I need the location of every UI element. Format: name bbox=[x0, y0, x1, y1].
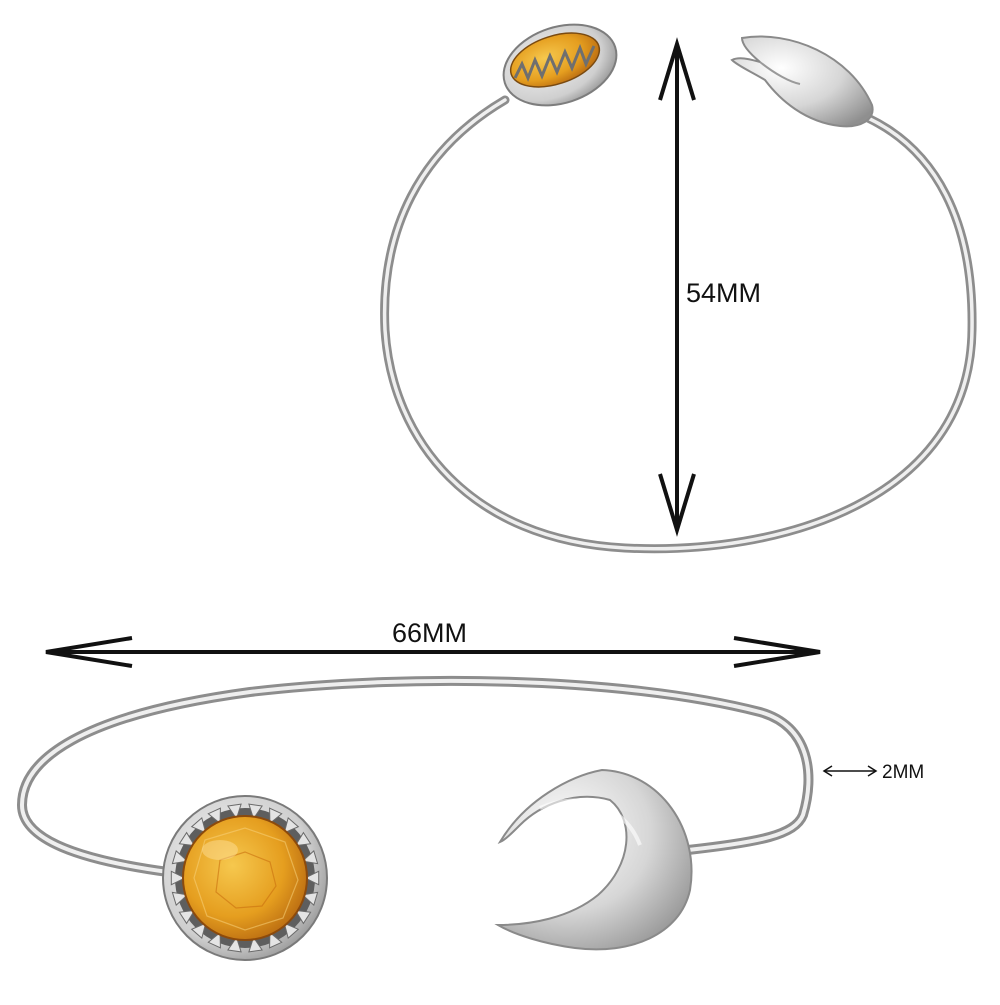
bezel-prong bbox=[294, 831, 312, 847]
bezel-prong bbox=[178, 909, 196, 925]
bezel-prong bbox=[227, 936, 242, 953]
bezel-prong bbox=[269, 931, 283, 949]
bezel-prong bbox=[171, 891, 189, 907]
bezel-prong bbox=[207, 807, 221, 825]
bezel-prong bbox=[294, 909, 312, 925]
top-view-wire-highlight bbox=[382, 98, 974, 551]
front-view-wire bbox=[16, 675, 814, 877]
front-view-bangle bbox=[16, 636, 878, 961]
thickness-dimension-arrow-icon bbox=[822, 765, 878, 777]
bezel-prong bbox=[227, 803, 242, 820]
bezel-prong bbox=[170, 870, 187, 886]
bezel-prong bbox=[248, 936, 263, 953]
bezel-prong bbox=[301, 849, 319, 865]
crescent-moon-icon bbox=[494, 768, 693, 951]
bezel-prong bbox=[269, 807, 283, 825]
height-dimension-label: 54MM bbox=[686, 278, 762, 308]
bezel-prong bbox=[207, 931, 221, 949]
top-view-gemstone-icon bbox=[502, 23, 618, 107]
width-dimension-label: 66MM bbox=[392, 618, 468, 648]
bezel-prong bbox=[248, 803, 263, 820]
front-view-wire-highlight bbox=[19, 678, 811, 874]
thickness-dimension-label: 2MM bbox=[882, 762, 925, 783]
top-view-bangle bbox=[380, 23, 977, 554]
bezel-prong bbox=[190, 922, 207, 940]
bezel-prong bbox=[190, 816, 207, 834]
width-dimension-arrow-icon bbox=[45, 636, 821, 668]
top-view-moon-icon bbox=[730, 35, 874, 128]
bezel-prong bbox=[301, 891, 319, 907]
height-dimension-arrow-icon bbox=[658, 37, 696, 537]
bezel-prong bbox=[283, 922, 300, 940]
bezel-prong bbox=[171, 849, 189, 865]
bezel-prong bbox=[303, 870, 320, 886]
bezel-prong bbox=[283, 816, 300, 834]
bezel-prong bbox=[178, 831, 196, 847]
round-amber-gemstone-icon bbox=[162, 795, 328, 961]
